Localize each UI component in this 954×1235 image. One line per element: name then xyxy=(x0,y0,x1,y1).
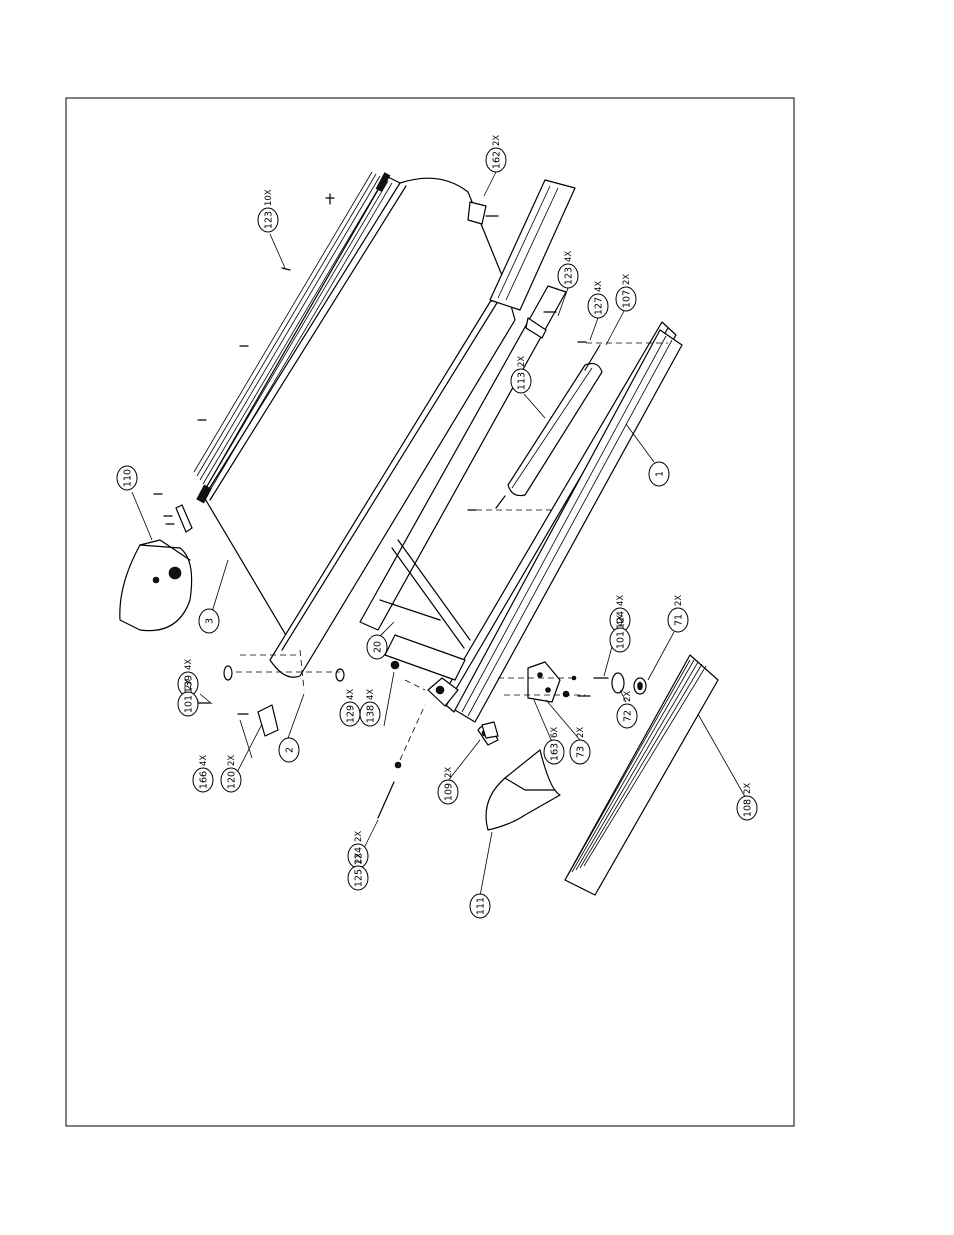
svg-text:129: 129 xyxy=(346,705,357,723)
svg-text:10X: 10X xyxy=(264,189,274,206)
svg-text:4X: 4X xyxy=(616,615,626,626)
callout-71: 71 2X xyxy=(668,595,688,632)
svg-text:125: 125 xyxy=(354,869,365,887)
svg-text:2X: 2X xyxy=(674,595,684,606)
svg-text:1: 1 xyxy=(655,471,666,477)
callout-20: 20 xyxy=(367,635,387,659)
svg-text:2X: 2X xyxy=(576,727,586,738)
svg-text:163: 163 xyxy=(550,743,561,761)
svg-text:72: 72 xyxy=(623,710,634,722)
svg-text:20: 20 xyxy=(373,641,384,653)
svg-text:4X: 4X xyxy=(184,659,194,670)
svg-text:4X: 4X xyxy=(346,689,356,700)
svg-text:113: 113 xyxy=(517,372,528,390)
svg-text:127: 127 xyxy=(594,297,605,315)
svg-text:2X: 2X xyxy=(227,755,237,766)
svg-text:101: 101 xyxy=(184,695,195,713)
svg-text:109: 109 xyxy=(444,783,455,801)
svg-text:166: 166 xyxy=(199,771,210,789)
svg-text:4X: 4X xyxy=(594,281,604,292)
deck-and-belt xyxy=(194,172,515,677)
svg-text:2X: 2X xyxy=(623,691,633,702)
motor-hood xyxy=(120,505,192,631)
svg-text:73: 73 xyxy=(576,746,587,758)
svg-text:6X: 6X xyxy=(550,727,560,738)
svg-text:4X: 4X xyxy=(616,595,626,606)
svg-text:4X: 4X xyxy=(199,755,209,766)
svg-text:120: 120 xyxy=(227,771,238,789)
svg-text:2X: 2X xyxy=(354,831,364,842)
svg-text:2X: 2X xyxy=(354,853,364,864)
svg-text:2X: 2X xyxy=(517,356,527,367)
callout-110: 110 xyxy=(117,466,137,490)
svg-text:4X: 4X xyxy=(564,251,574,262)
svg-text:108: 108 xyxy=(743,799,754,817)
svg-text:4X: 4X xyxy=(366,689,376,700)
callout-2: 2 xyxy=(279,738,299,762)
svg-text:162: 162 xyxy=(492,151,503,169)
svg-text:123: 123 xyxy=(564,267,575,285)
side-rail xyxy=(455,330,682,722)
svg-text:2X: 2X xyxy=(743,783,753,794)
svg-text:2X: 2X xyxy=(444,767,454,778)
svg-text:2X: 2X xyxy=(622,274,632,285)
callout-111: 111 xyxy=(470,894,490,918)
callout-72: 72 2X xyxy=(617,691,637,728)
svg-text:2X: 2X xyxy=(184,679,194,690)
svg-text:123: 123 xyxy=(264,211,275,229)
svg-text:3: 3 xyxy=(205,618,216,624)
callout-3: 3 xyxy=(199,609,219,633)
callout-1: 1 xyxy=(649,462,669,486)
svg-text:71: 71 xyxy=(674,614,685,626)
svg-text:111: 111 xyxy=(476,897,487,915)
svg-text:101: 101 xyxy=(616,631,627,649)
svg-text:138: 138 xyxy=(366,705,377,723)
svg-text:2: 2 xyxy=(285,747,296,753)
svg-text:110: 110 xyxy=(123,469,134,487)
svg-text:107: 107 xyxy=(622,290,633,308)
svg-text:2X: 2X xyxy=(492,135,502,146)
